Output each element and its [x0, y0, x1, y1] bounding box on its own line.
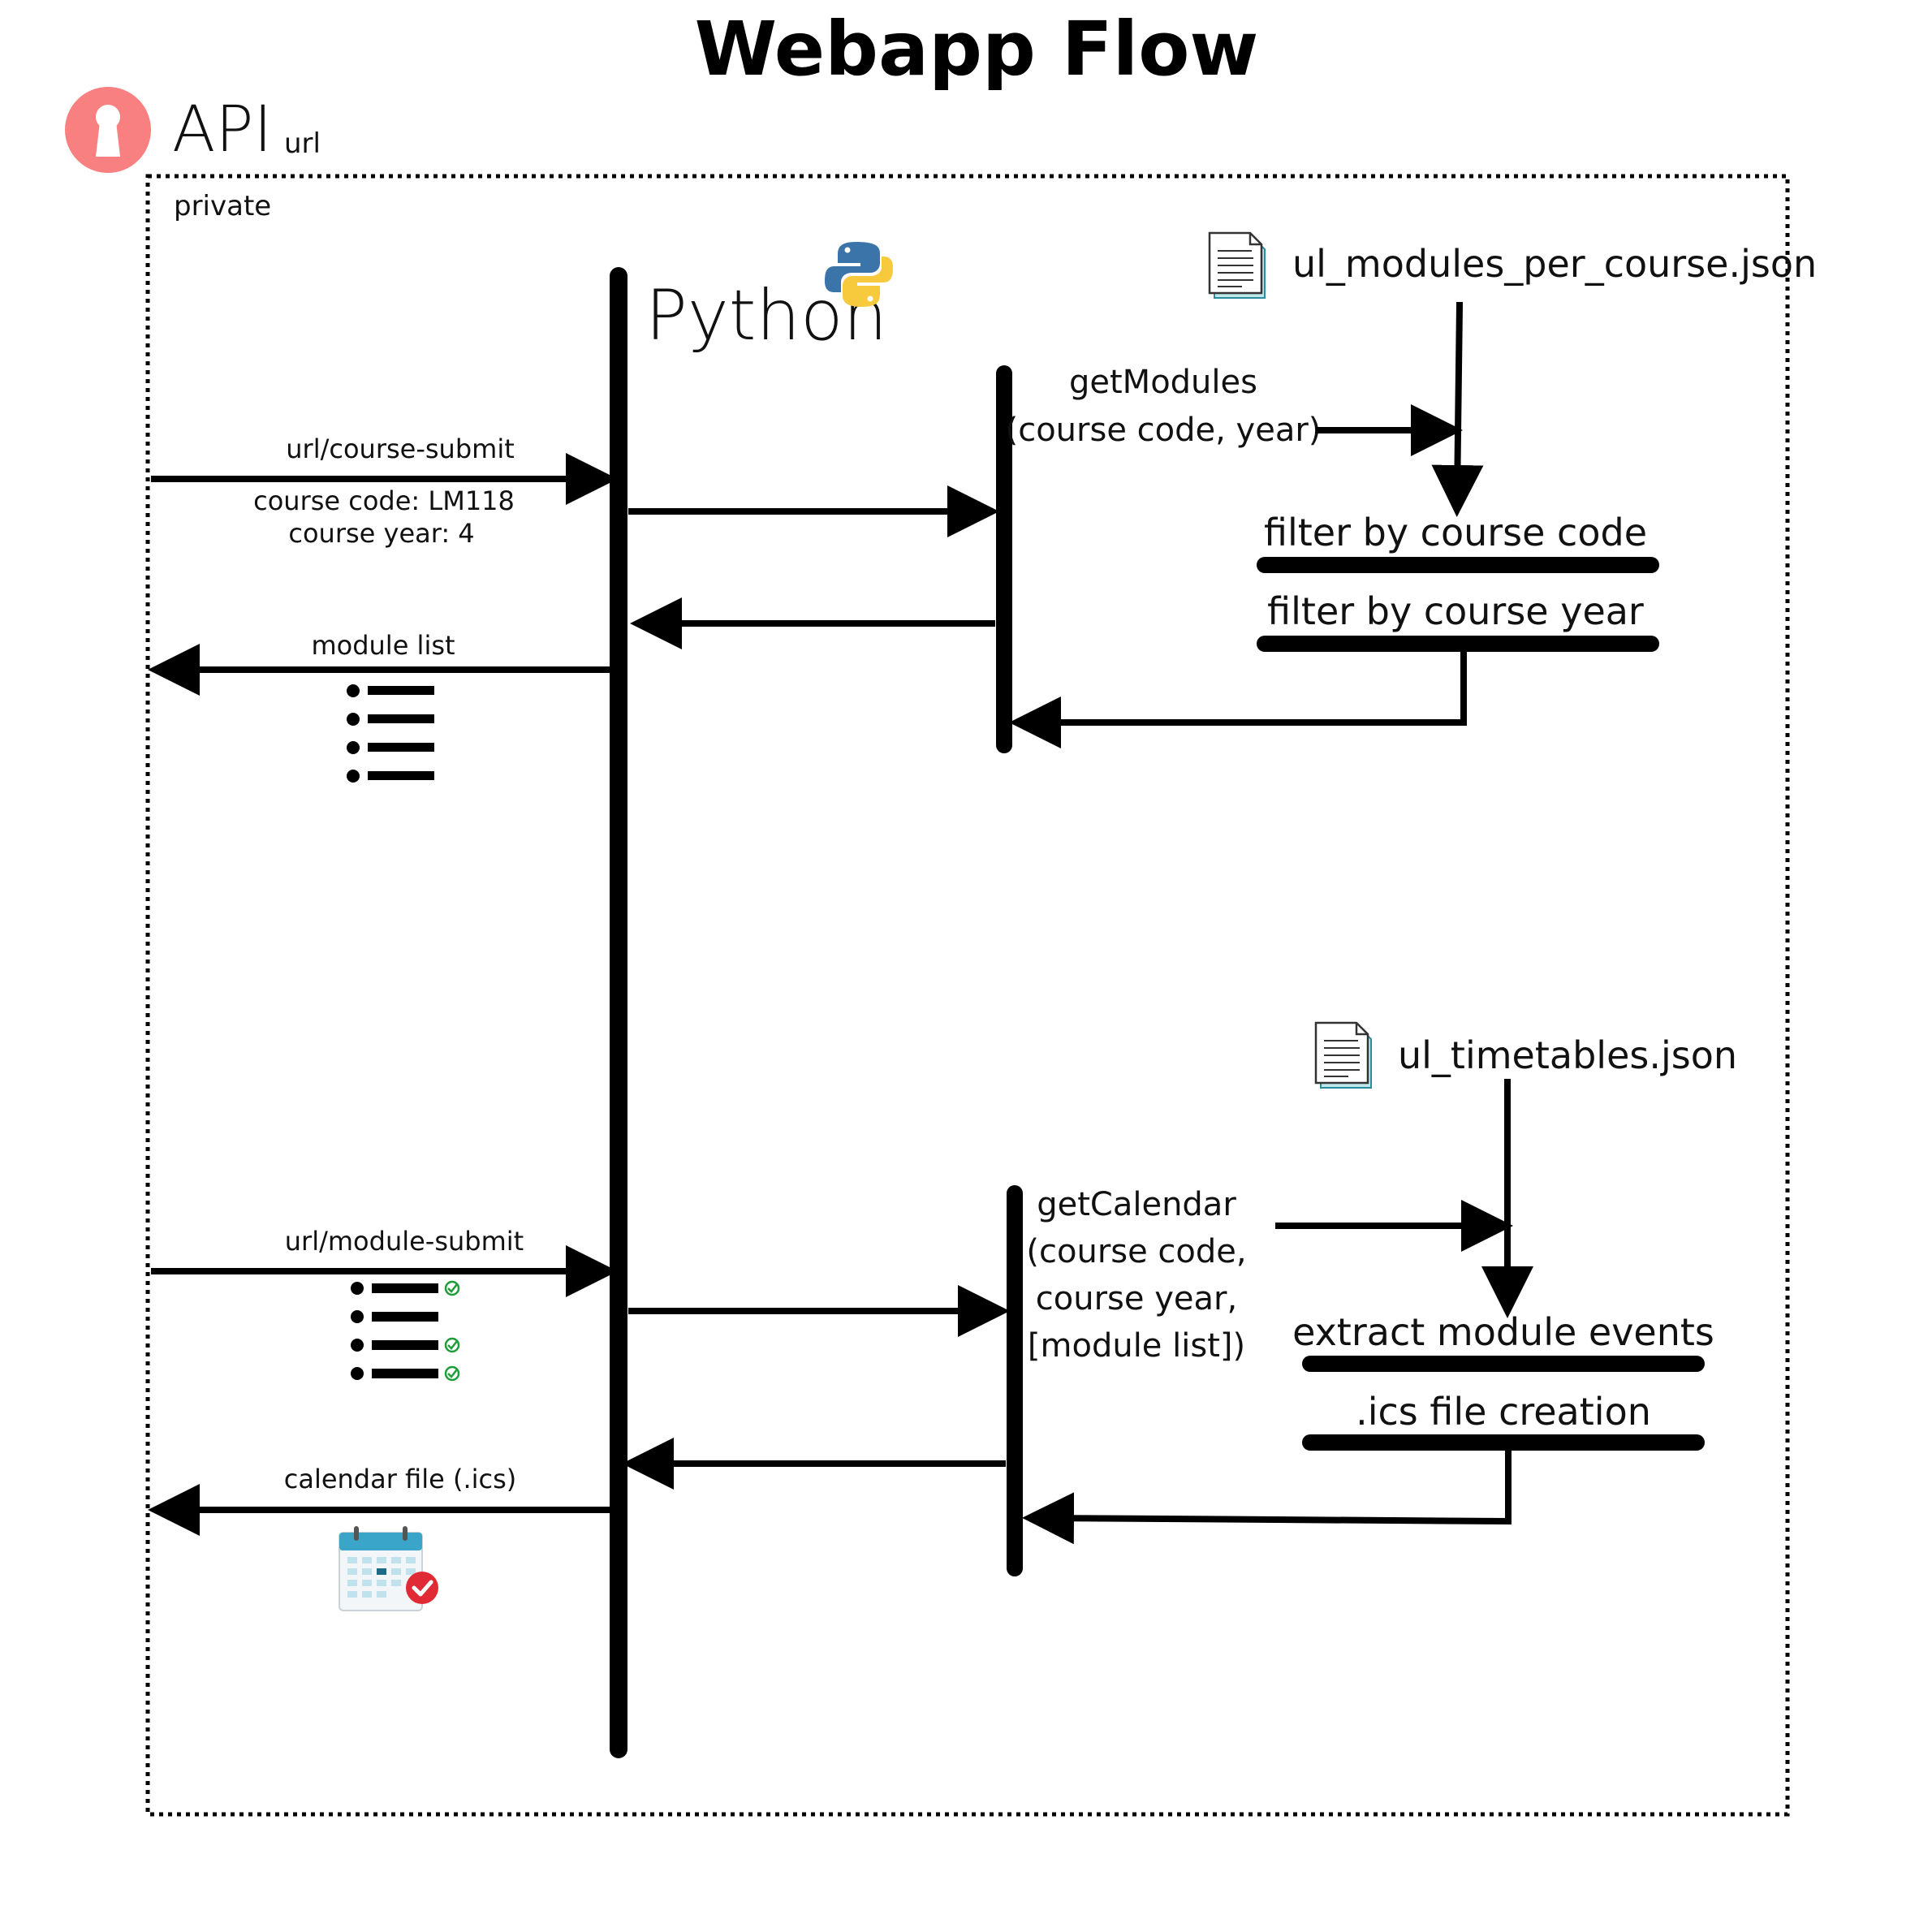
getmodules-args: (course code, year) [1006, 412, 1322, 449]
document-icon [1208, 231, 1266, 299]
python-logo-icon [825, 242, 893, 307]
filter-return-arrow [1009, 649, 1467, 748]
check-icon [444, 1365, 460, 1382]
checklist-item [351, 1337, 460, 1353]
list-icon [347, 684, 434, 783]
document-icon [1314, 1021, 1372, 1089]
lock-icon [65, 87, 151, 173]
getcalendar-line-2: (course code, [1026, 1233, 1246, 1270]
getmodules-name: getModules [1069, 364, 1257, 401]
page-title: Webapp Flow [695, 6, 1259, 93]
ics-return-arrow [1022, 1447, 1512, 1545]
checklist-item [351, 1365, 460, 1382]
course-code-param: course code: LM118 [253, 485, 515, 516]
checklist-item [351, 1310, 438, 1323]
ics-creation-label: .ics file creation [1356, 1390, 1651, 1434]
timetables-file-label: ul_timetables.json [1398, 1033, 1737, 1077]
filter-course-code-label: filter by course code [1264, 511, 1647, 554]
calendar-file-label: calendar file (.ics) [284, 1464, 517, 1494]
getcalendar-line-3: course year, [1036, 1280, 1237, 1317]
private-zone-label: private [174, 190, 271, 222]
private-zone-boundary [145, 174, 1790, 1817]
api-url-label: url [284, 127, 321, 160]
modules-file-arrow [1431, 301, 1484, 517]
api-label: API [172, 93, 272, 166]
module-submit-label: url/module-submit [285, 1226, 524, 1257]
check-icon [444, 1337, 460, 1353]
filter-course-year-label: filter by course year [1267, 589, 1644, 633]
getcalendar-line-4: [module list]) [1028, 1327, 1245, 1365]
checklist-icon [351, 1280, 460, 1382]
course-year-param: course year: 4 [288, 518, 474, 549]
modules-file-label: ul_modules_per_course.json [1292, 242, 1817, 286]
checklist-item [351, 1280, 460, 1296]
extract-events-label: extract module events [1292, 1310, 1714, 1354]
getcalendar-line-1: getCalendar [1037, 1186, 1236, 1223]
calendar-icon [339, 1526, 438, 1611]
module-list-label: module list [311, 630, 455, 661]
check-icon [444, 1280, 460, 1296]
course-submit-label: url/course-submit [286, 433, 515, 464]
